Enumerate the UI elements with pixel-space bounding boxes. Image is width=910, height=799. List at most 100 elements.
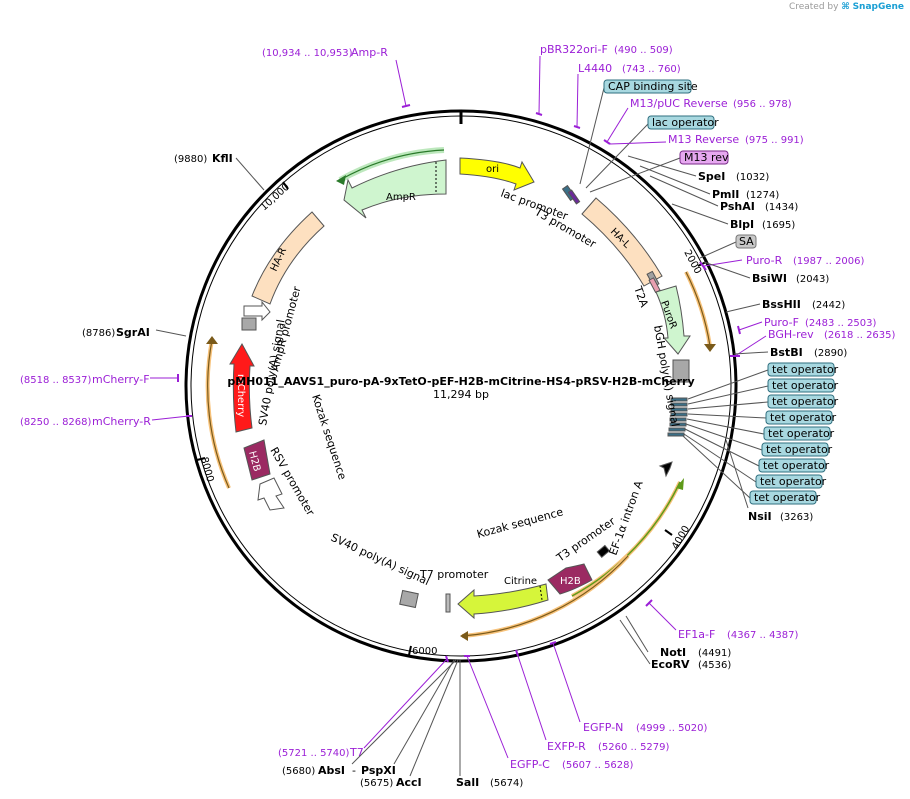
primer-name[interactable]: Puro-R: [746, 254, 783, 267]
enzyme-name[interactable]: NotI: [660, 646, 686, 659]
box-label: tet operator: [772, 395, 839, 408]
primer-name[interactable]: EF1a-F: [678, 628, 715, 641]
box-tet-operator[interactable]: [761, 442, 829, 457]
tick-label: 8000: [198, 456, 215, 483]
leader-line: [395, 59, 407, 107]
enzyme-name[interactable]: SalI: [456, 776, 479, 789]
feature-rsv-promoter[interactable]: [257, 477, 285, 511]
box-label: SA: [739, 235, 754, 248]
primer-name[interactable]: EGFP-C: [510, 758, 550, 771]
primer-name[interactable]: EGFP-N: [583, 721, 623, 734]
feature-sv40-polya-left: [241, 317, 257, 331]
credit-brand: SnapGene: [852, 2, 904, 12]
leader-line: [516, 652, 547, 741]
enzyme-pos: (5680): [282, 766, 315, 777]
enzyme-name[interactable]: BlpI: [730, 218, 754, 231]
feature-bgh-polya: [672, 359, 690, 383]
feature-ori[interactable]: [459, 157, 535, 191]
primer-name[interactable]: Puro-F: [764, 316, 799, 329]
enzyme-name[interactable]: PshAI: [720, 200, 755, 213]
box-tet-operator[interactable]: [763, 426, 831, 441]
box-tet-operator[interactable]: [758, 458, 826, 473]
leader-line: [609, 141, 667, 145]
box-tet-operator[interactable]: [767, 378, 835, 393]
feature-ampr[interactable]: [343, 159, 447, 219]
leader-line: [619, 619, 651, 665]
enzyme-name[interactable]: AbsI: [318, 764, 345, 777]
leader-line: [552, 642, 581, 723]
feature-lac-block: [567, 189, 581, 205]
primer-name[interactable]: EXFP-R: [547, 740, 586, 753]
feature-ampr-promoter[interactable]: [243, 300, 271, 322]
orf-arc-puror-core: [685, 271, 711, 347]
features: [229, 157, 691, 620]
primer-name[interactable]: L4440: [578, 62, 612, 75]
feature-citrine[interactable]: [457, 583, 549, 620]
feature-mcherry[interactable]: [229, 342, 255, 433]
box-tet-operator[interactable]: [749, 490, 817, 505]
enzyme-pos: (5674): [490, 778, 523, 789]
enzyme-name[interactable]: BsiWI: [752, 272, 787, 285]
leader-line: [409, 659, 459, 777]
enzyme-name[interactable]: BstBI: [770, 346, 803, 359]
tick-mark: [664, 529, 673, 536]
enzyme-name[interactable]: EcoRV: [651, 658, 690, 671]
feature-h2b-citrine[interactable]: [547, 563, 593, 595]
box-tet-operator[interactable]: [755, 474, 823, 489]
feature-label: mCherry: [235, 374, 246, 417]
primer-pos: (743 .. 760): [622, 64, 681, 75]
feature-label: H2B: [560, 576, 581, 587]
enzyme-name[interactable]: SpeI: [698, 170, 725, 183]
box-tet-operator[interactable]: [767, 394, 835, 409]
feature-label: H2B: [246, 450, 262, 473]
primer-name[interactable]: pBR322ori-F: [540, 43, 608, 56]
orf-arc-h2b-citrine-core: [571, 481, 681, 597]
enzyme-name[interactable]: BssHII: [762, 298, 801, 311]
primer-name[interactable]: Amp-R: [351, 46, 388, 59]
box-tet-operator[interactable]: [765, 410, 833, 425]
primer-pos: (1987 .. 2006): [793, 256, 865, 267]
leader-line: [235, 157, 265, 191]
enzyme-name[interactable]: PspXI: [361, 764, 396, 777]
leader-line: [625, 615, 649, 653]
primer-name[interactable]: M13 Reverse: [668, 133, 739, 146]
feature-t7-block: [445, 593, 451, 613]
leader-line: [687, 401, 769, 410]
feature-label: T2A: [631, 284, 651, 310]
enzyme-name[interactable]: PmlI: [712, 188, 739, 201]
enzyme-name[interactable]: NsiI: [748, 510, 772, 523]
enzyme-pos: (2890): [814, 348, 847, 359]
feature-puror[interactable]: [655, 285, 691, 355]
primer-name[interactable]: BGH-rev: [768, 328, 814, 341]
box-label: tet operator: [760, 475, 827, 488]
box-lac-operator[interactable]: [647, 115, 715, 130]
tet-operator-block: [670, 397, 688, 402]
orf-arrowhead: [206, 336, 218, 344]
primer-name[interactable]: mCherry-R: [92, 415, 151, 428]
primer-pos: (8250 .. 8268): [20, 417, 92, 428]
primer-name[interactable]: T7: [349, 746, 364, 759]
leader-line: [155, 329, 187, 337]
feature-label: T3 promoter: [553, 514, 618, 565]
enzyme-name[interactable]: KflI: [212, 152, 233, 165]
primer-name[interactable]: mCherry-F: [92, 373, 150, 386]
leader-line: [579, 87, 605, 185]
box-label: CAP binding site: [608, 80, 698, 93]
box-cap-binding-site[interactable]: [603, 79, 692, 94]
enzyme-name[interactable]: AccI: [396, 776, 422, 789]
primer-name[interactable]: M13/pUC Reverse: [630, 97, 728, 110]
enzyme-leaders: [155, 155, 769, 777]
feature-ha-r[interactable]: [251, 211, 325, 305]
plasmid-name: pMH011_AAVS1_puro-pA-9xTetO-pEF-H2B-mCit…: [227, 375, 694, 388]
leader-line: [363, 658, 448, 749]
feature-h2b-mcherry[interactable]: [243, 439, 271, 481]
box-tet-operator[interactable]: [767, 362, 835, 377]
box-sa[interactable]: [735, 234, 757, 249]
enzyme-name[interactable]: SgrAI: [116, 326, 150, 339]
box-m13-rev[interactable]: [679, 150, 729, 165]
enzyme-pos: (1695): [762, 220, 795, 231]
enzyme-pos: (4491): [698, 648, 731, 659]
enzyme-separator: -: [352, 764, 356, 777]
primer-pos: (5721 .. 5740): [278, 748, 350, 759]
